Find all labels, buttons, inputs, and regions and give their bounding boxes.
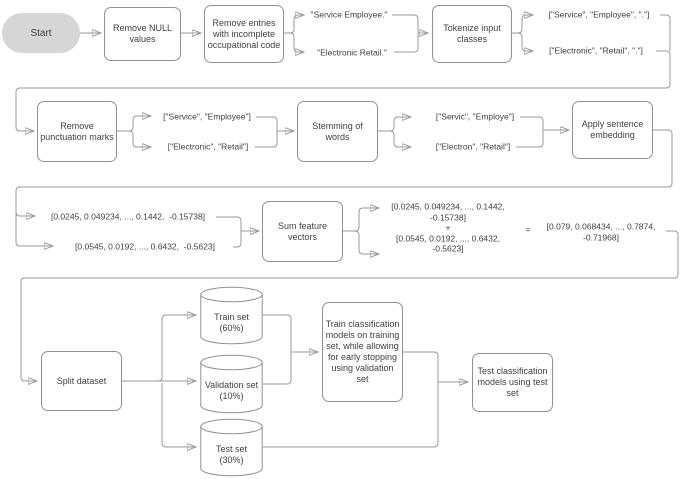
edge-electronic-label-merge	[394, 33, 419, 53]
node-start: Start	[2, 13, 80, 53]
edge-row1-to-row2-wrap	[15, 50, 671, 131]
label-feature-vector-2: [0.0545, 0.0192, ..., 0.6432, -0.5623]	[75, 241, 215, 252]
edge-tokenize-to-tokens-service	[512, 15, 532, 34]
node-tokenize-input-classes: Tokenize input classes	[432, 5, 512, 63]
label-sum-expression: [0.0245, 0.049234, ..., 0.1442, -0.15738…	[391, 201, 505, 254]
equals-sign: =	[525, 224, 531, 235]
node-test-classification-models: Test classification models using test se…	[472, 353, 553, 412]
edge-nopunct-electronic-merge	[255, 131, 278, 148]
edge-stemming-to-stemmed-electronic	[378, 130, 410, 147]
edge-split-to-test-set	[161, 383, 195, 447]
edge-service-label-merge	[392, 14, 419, 33]
node-split-dataset: Split dataset	[41, 351, 122, 411]
edge-split-to-train-set	[122, 315, 195, 382]
label-service-employee: "Service Employee."	[310, 9, 388, 20]
node-remove-null-values: Remove NULL values	[104, 7, 181, 61]
edge-sum-to-expression-bottom	[343, 230, 378, 254]
label-feature-vector-1: [0.0245, 0.049234, ..., 0.1442, -0.15738…	[50, 211, 206, 222]
cylinder-icon	[200, 286, 263, 345]
label-electronic-retail: "Electronic Retail."	[317, 47, 387, 58]
node-sum-feature-vectors: Sum feature vectors	[262, 201, 343, 262]
datastore-train-set: Train set (60%)	[200, 286, 263, 345]
datastore-train-set-label: Train set (60%)	[214, 312, 249, 333]
edge-entries-to-electronic-label	[284, 32, 303, 52]
node-remove-punctuation-marks: Remove punctuation marks	[37, 101, 117, 162]
edge-entries-to-service-label	[284, 15, 303, 34]
datastore-validation-set-label: Validation set (10%)	[204, 380, 259, 401]
edge-tokenize-to-tokens-electronic	[512, 32, 532, 51]
edge-result-to-split-wrap	[20, 230, 679, 381]
label-stemmed-electronic: ["Electron", "Retail"]	[435, 141, 511, 152]
edge-train-set-merge	[263, 314, 292, 352]
cylinder-icon	[200, 418, 263, 477]
edge-vector2-merge	[233, 231, 242, 248]
node-train-classification-models: Train classification models on training …	[322, 302, 403, 402]
node-stemming-of-words: Stemming of words	[297, 101, 378, 162]
datastore-validation-set: Validation set (10%)	[200, 354, 263, 414]
label-nopunct-electronic: ["Electronic", "Retail"]	[167, 141, 249, 152]
label-tokens-electronic: ["Electronic", "Retail", "."]	[549, 45, 643, 56]
edge-sum-to-expression-top	[343, 208, 378, 232]
edge-tokens-service-wrap	[660, 14, 671, 51]
node-remove-incomplete-entries: Remove entries with incomplete occupatio…	[204, 5, 284, 63]
edge-validation-set-merge	[263, 352, 292, 385]
edge-branch-to-vector2	[15, 214, 52, 246]
edge-train-models-out	[403, 351, 439, 382]
node-apply-sentence-embedding: Apply sentence embedding	[572, 101, 653, 159]
label-tokens-service: ["Service", "Employee", "."]	[548, 9, 650, 20]
label-stemmed-service: ["Servic", "Employe"]	[435, 111, 515, 122]
label-sum-result: [0.079, 0.068434, ..., 0.7874, -0.71968]	[546, 221, 656, 242]
edge-punct-to-nopunct-electronic	[117, 130, 150, 147]
edge-stemmed-service-merge	[520, 116, 544, 130]
datastore-test-set: Test set (30%)	[200, 418, 263, 477]
edge-stemming-to-stemmed-service	[378, 117, 410, 132]
label-nopunct-service: ["Service", "Employee"]	[163, 111, 251, 122]
edge-punct-to-nopunct-service	[117, 116, 150, 132]
edge-vector1-merge	[216, 216, 242, 231]
cylinder-icon	[200, 354, 263, 414]
edge-nopunct-service-merge	[256, 116, 278, 131]
edge-stemmed-electronic-merge	[516, 130, 544, 148]
edge-test-set-out	[263, 382, 439, 448]
datastore-test-set-label: Test set (30%)	[215, 444, 247, 465]
